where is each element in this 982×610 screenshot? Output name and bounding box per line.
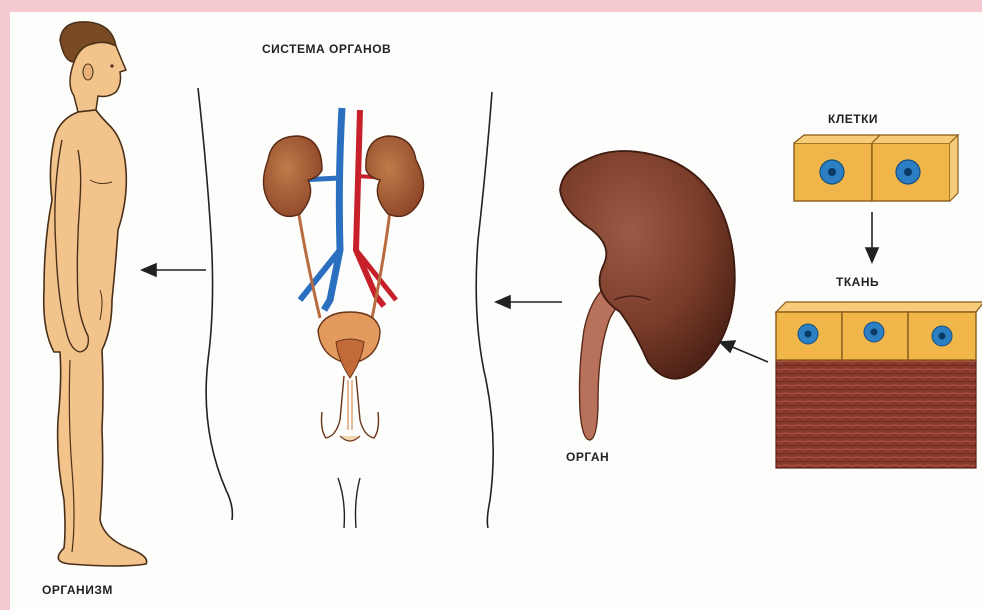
label-tissue: ТКАНЬ bbox=[836, 275, 879, 289]
arrow-system-to-organism bbox=[142, 264, 206, 276]
arrow-tissue-to-organ bbox=[720, 341, 768, 362]
arrow-cells-to-tissue bbox=[866, 212, 878, 262]
kidney-organ bbox=[560, 151, 735, 440]
human-figure bbox=[44, 22, 147, 566]
label-organ-system: СИСТЕМА ОРГАНОВ bbox=[262, 42, 391, 56]
arrow-organ-to-system bbox=[496, 296, 562, 308]
torso-outline bbox=[198, 88, 493, 528]
label-organism: ОРГАНИЗМ bbox=[42, 583, 113, 597]
tissue-group bbox=[776, 302, 982, 468]
label-organ: ОРГАН bbox=[566, 450, 609, 464]
label-cells: КЛЕТКИ bbox=[828, 112, 878, 126]
cells-group bbox=[794, 135, 958, 201]
urinary-system bbox=[263, 108, 423, 441]
